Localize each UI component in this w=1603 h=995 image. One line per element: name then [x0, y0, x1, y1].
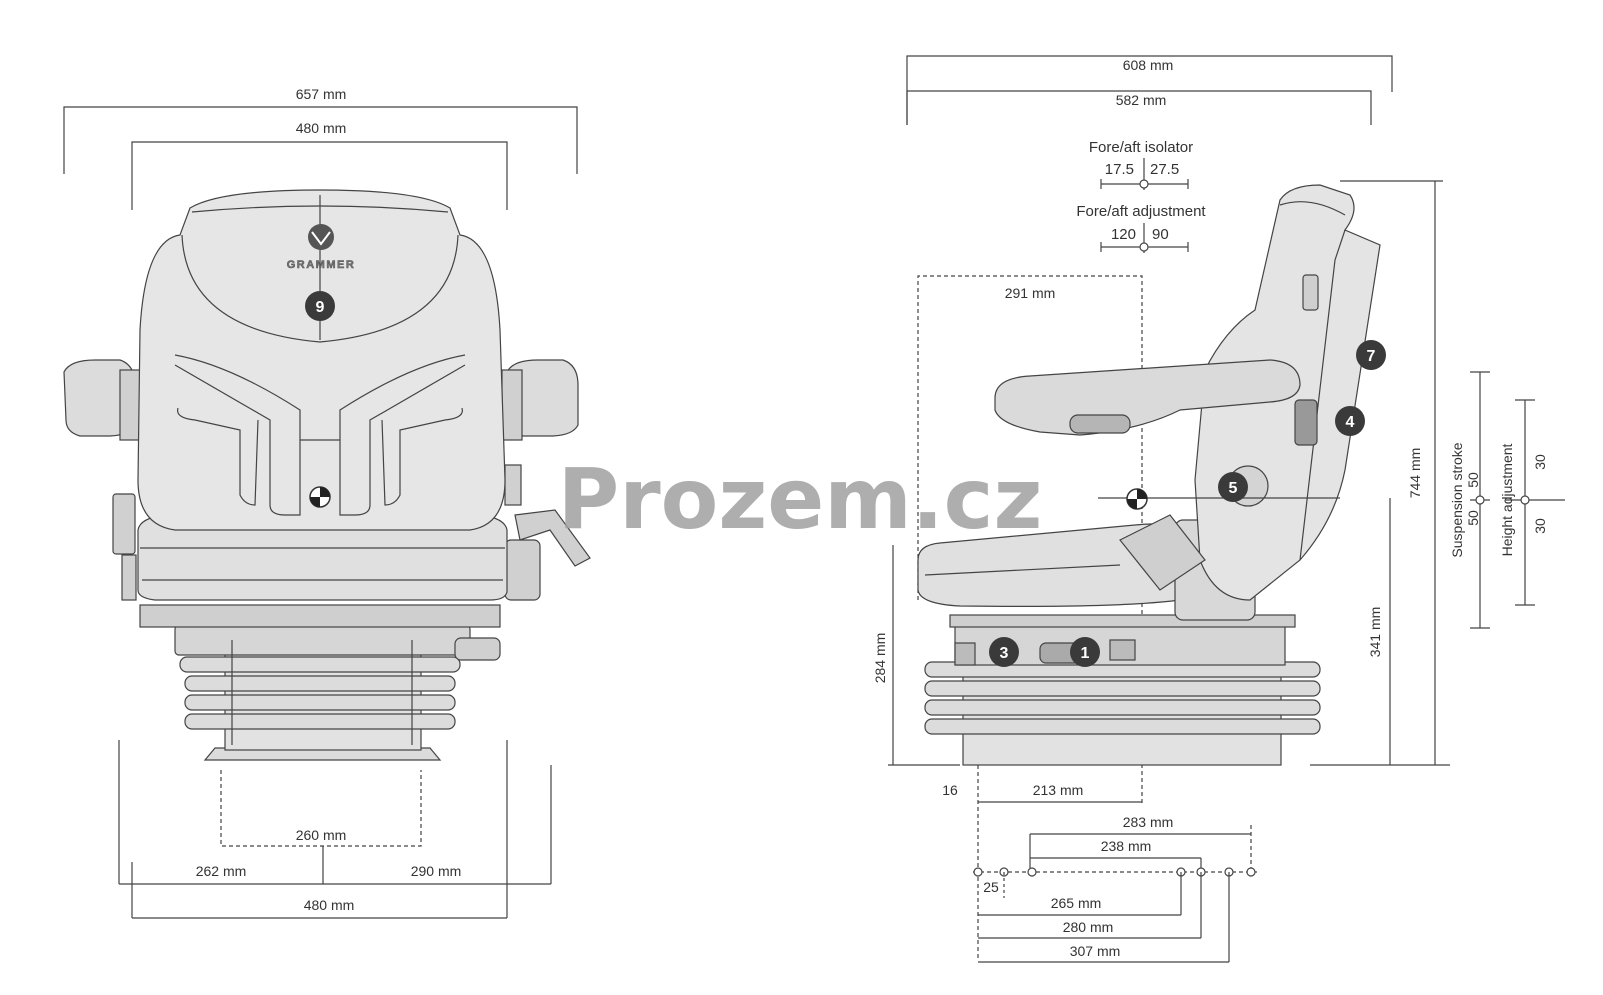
callout-9: 9: [305, 291, 335, 321]
side-dim-744: 744 mm: [1407, 448, 1423, 499]
side-dim-341: 341 mm: [1367, 607, 1383, 658]
front-view: GRAMMER: [63, 106, 591, 919]
side-bottom-dimensions: [973, 801, 1260, 963]
fore-aft-ticks: [1100, 158, 1189, 253]
front-dim-260: 260 mm: [296, 827, 347, 843]
front-backrest: [137, 189, 506, 531]
front-dim-480-bottom: 480 mm: [304, 897, 355, 913]
side-top-dimensions: [906, 55, 1393, 125]
callout-7: 7: [1356, 340, 1386, 370]
front-reference-point: [309, 486, 331, 508]
callout-4: 4: [1335, 406, 1365, 436]
front-bottom-dimensions: [118, 740, 552, 919]
side-dim-213: 213 mm: [1033, 782, 1084, 798]
fore-aft-adjustment-right: 90: [1152, 226, 1169, 243]
front-top-dimensions: [63, 106, 578, 210]
front-view-labels: 657 mm 480 mm 260 mm 262 mm 290 mm 480 m…: [196, 86, 462, 913]
side-dim-582: 582 mm: [1116, 92, 1167, 108]
front-seat-cushion: [137, 514, 508, 601]
suspension-down: 50: [1465, 510, 1481, 526]
height-adjustment-label: Height adjustment: [1499, 443, 1515, 556]
front-dim-657: 657 mm: [296, 86, 347, 102]
callout-1: 1: [1070, 637, 1100, 667]
side-dim-608: 608 mm: [1123, 57, 1174, 73]
callout-4-label: 4: [1346, 414, 1355, 431]
side-view: [888, 55, 1565, 963]
fore-aft-adjustment-label: Fore/aft adjustment: [1076, 203, 1206, 220]
side-armrest: [994, 359, 1301, 436]
fore-aft-isolator-left: 17.5: [1105, 161, 1134, 178]
side-dim-16: 16: [942, 782, 958, 798]
side-dim-283: 283 mm: [1123, 814, 1174, 830]
height-down: 30: [1532, 518, 1548, 534]
side-callouts: 1 3 4 5 7: [989, 340, 1386, 667]
side-dim-307: 307 mm: [1070, 943, 1121, 959]
fore-aft-adjustment-left: 120: [1111, 226, 1136, 243]
height-up: 30: [1532, 454, 1548, 470]
grammer-logo: GRAMMER: [286, 224, 356, 271]
callout-5: 5: [1218, 472, 1248, 502]
front-armrests: [63, 359, 579, 441]
callout-5-label: 5: [1229, 480, 1238, 497]
side-dim-280: 280 mm: [1063, 919, 1114, 935]
side-dim-265: 265 mm: [1051, 895, 1102, 911]
suspension-stroke-label: Suspension stroke: [1449, 442, 1465, 557]
side-dim-25: 25: [983, 879, 999, 895]
callout-1-label: 1: [1081, 645, 1090, 662]
front-side-hardware: [112, 464, 591, 661]
fore-aft-isolator-label: Fore/aft isolator: [1089, 139, 1193, 156]
callout-3-label: 3: [1000, 645, 1009, 662]
callout-9-label: 9: [316, 299, 325, 316]
front-base: [139, 604, 501, 761]
suspension-up: 50: [1465, 472, 1481, 488]
side-base: [924, 614, 1321, 766]
grammer-logo-text: GRAMMER: [287, 259, 356, 271]
side-dim-284: 284 mm: [872, 633, 888, 684]
front-dim-262: 262 mm: [196, 863, 247, 879]
side-view-labels: 608 mm 582 mm Fore/aft isolator 17.5 27.…: [872, 57, 1548, 959]
callout-7-label: 7: [1367, 348, 1376, 365]
side-dim-291: 291 mm: [1005, 285, 1056, 301]
callout-3: 3: [989, 637, 1019, 667]
front-dim-290: 290 mm: [411, 863, 462, 879]
watermark-text: Prozem.cz: [558, 450, 1043, 548]
side-vertical-dimensions: [888, 180, 1565, 766]
side-dim-238: 238 mm: [1101, 838, 1152, 854]
side-reference-point: [1098, 488, 1340, 510]
fore-aft-isolator-right: 27.5: [1150, 161, 1179, 178]
front-dim-480-top: 480 mm: [296, 120, 347, 136]
